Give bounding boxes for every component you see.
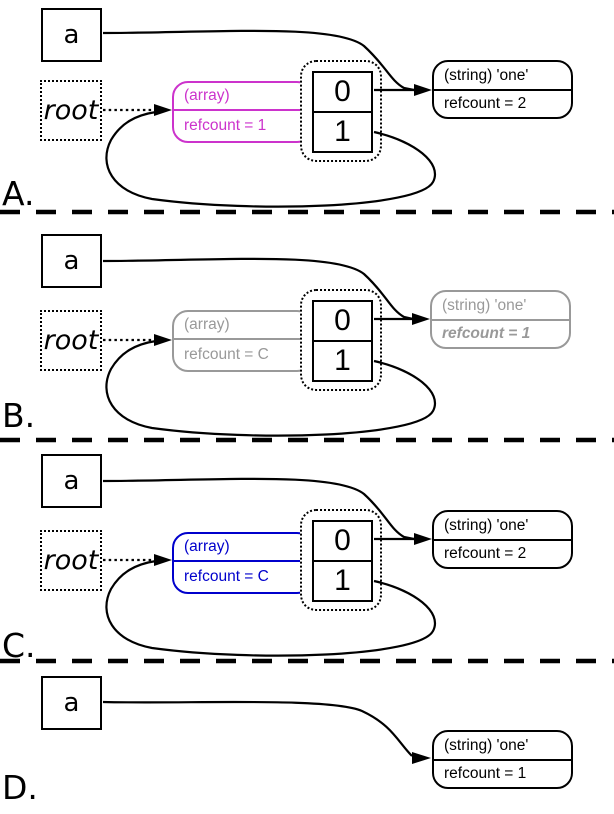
root-label: root: [43, 95, 99, 126]
root-buffer-box: root: [40, 80, 102, 141]
string-type-label: (string) 'one': [434, 62, 571, 91]
root-label: root: [43, 325, 99, 356]
hashtable-slots: 0 1: [312, 71, 373, 153]
arrowhead-into-array: [154, 334, 172, 346]
string-zval-node: (string) 'one' refcount = 1: [432, 730, 573, 789]
arrowhead-into-array: [154, 104, 172, 116]
array-zval-node: (array) refcount = C: [172, 532, 313, 594]
array-zval-node: (array) refcount = C: [172, 310, 313, 372]
panel-label-a: A.: [2, 174, 35, 213]
hashtable-slots: 0 1: [312, 520, 373, 602]
string-zval-node: (string) 'one' refcount = 2: [432, 510, 573, 569]
root-label: root: [43, 545, 99, 576]
array-type-label: (array): [174, 312, 311, 340]
string-type-label: (string) 'one': [432, 292, 569, 321]
variable-box-a: a: [41, 676, 102, 730]
array-refcount-label: refcount = C: [184, 568, 269, 585]
array-refcount-label: refcount = C: [184, 346, 269, 363]
panel-label-b: B.: [2, 396, 36, 435]
root-buffer-box: root: [40, 310, 102, 371]
hash-slot-0: 0: [314, 302, 371, 342]
variable-label: a: [63, 246, 80, 276]
variable-label: a: [63, 20, 80, 50]
string-type-label: (string) 'one': [434, 512, 571, 541]
string-zval-node: (string) 'one' refcount = 2: [432, 60, 573, 119]
hash-slot-0: 0: [314, 73, 371, 113]
array-type-label: (array): [174, 534, 311, 562]
array-type-label: (array): [174, 83, 311, 111]
string-refcount-label: refcount = 2: [444, 95, 527, 112]
hash-slot-0: 0: [314, 522, 371, 562]
string-refcount-label: refcount = 1: [442, 325, 531, 342]
string-refcount-label: refcount = 2: [444, 545, 527, 562]
string-refcount-label: refcount = 1: [444, 765, 527, 782]
panel-label-c: C.: [2, 626, 36, 665]
variable-box-a: a: [41, 234, 102, 288]
arrowhead-into-array: [154, 554, 172, 566]
arrowhead-into-string: [412, 313, 430, 325]
arrowhead-into-string: [414, 533, 432, 545]
hashtable-slots: 0 1: [312, 300, 373, 382]
string-type-label: (string) 'one': [434, 732, 571, 761]
array-refcount-label: refcount = 1: [184, 117, 267, 134]
variable-label: a: [63, 466, 80, 496]
edge-a-to-string: [102, 700, 413, 757]
arrowhead-into-string: [412, 752, 431, 764]
arrowhead-into-string: [414, 84, 432, 96]
variable-box-a: a: [41, 8, 102, 62]
array-zval-node: (array) refcount = 1: [172, 81, 313, 143]
hash-slot-1: 1: [334, 115, 351, 148]
variable-label: a: [63, 688, 80, 718]
hash-slot-1: 1: [334, 564, 351, 597]
string-zval-node: (string) 'one' refcount = 1: [430, 290, 571, 349]
variable-box-a: a: [41, 454, 102, 508]
panel-label-d: D.: [2, 768, 38, 807]
hash-slot-1: 1: [334, 344, 351, 377]
root-buffer-box: root: [40, 530, 102, 591]
